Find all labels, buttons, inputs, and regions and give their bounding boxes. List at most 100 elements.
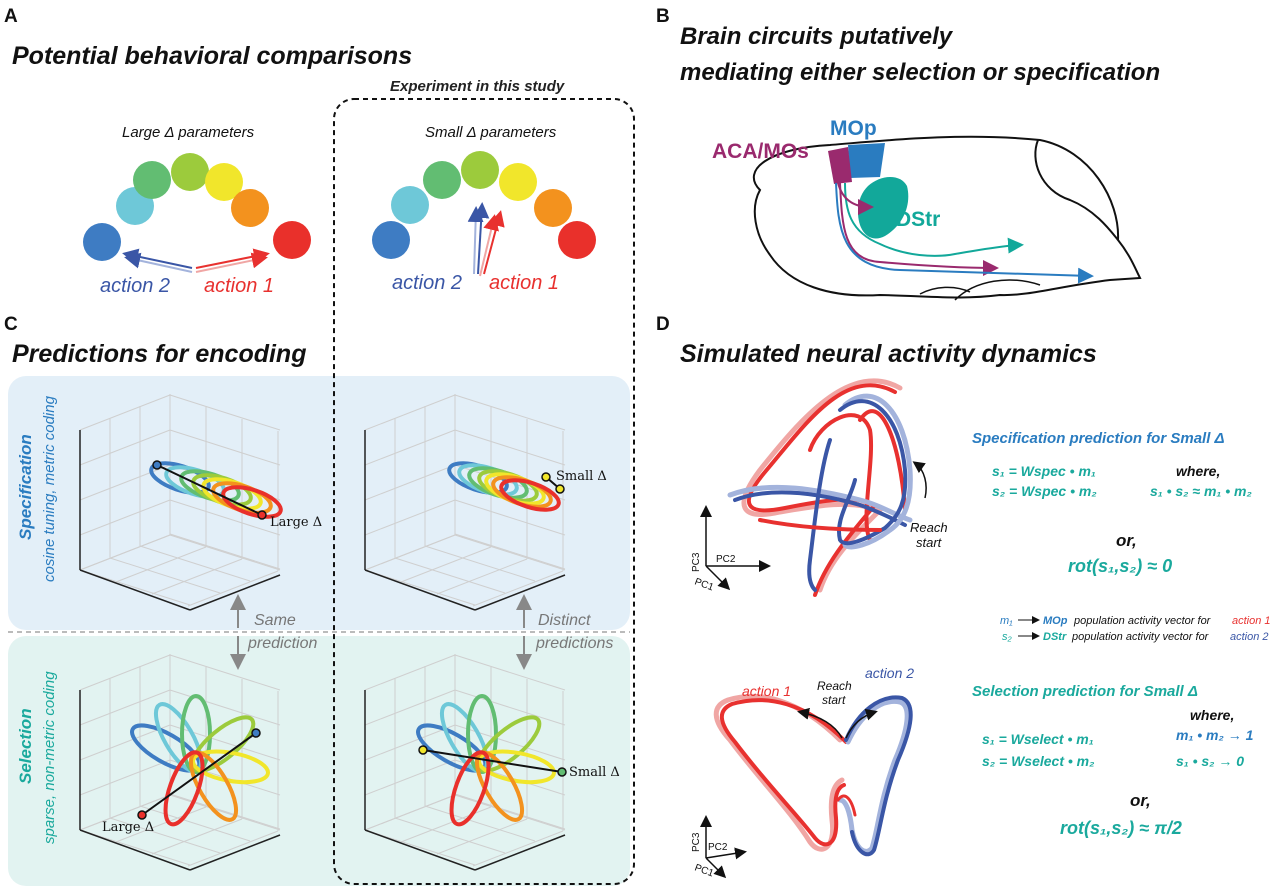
sel-trajectories [713, 693, 913, 857]
legend-m1-text: population activity vector for [1073, 615, 1212, 627]
grid-line [139, 545, 251, 582]
target-circle [205, 163, 243, 201]
large-delta-label: Large Δ parameters [122, 124, 255, 141]
aca-region [828, 147, 852, 184]
sel-pred-title: Selection prediction for Small Δ [972, 683, 1198, 700]
grid-line [394, 817, 506, 854]
spec-small-loops [447, 461, 561, 512]
grid-line [79, 534, 171, 571]
grid-line [169, 654, 281, 691]
target-circle [423, 161, 461, 199]
cube-sel-small [364, 654, 566, 871]
grid-line [169, 429, 281, 466]
target-circle [391, 186, 429, 224]
target-circle [83, 223, 121, 261]
grid-line [187, 830, 279, 867]
grid-line [454, 533, 566, 570]
spec-eq-2: s₂ = Wspec • m₂ [992, 483, 1097, 499]
spec-or: or, [1116, 531, 1137, 550]
panel-letter-c: C [4, 314, 18, 335]
sel-eq-1: s₁ = Wselect • m₁ [982, 731, 1094, 747]
pc1-label-top: PC1 [693, 576, 715, 593]
grid-line [79, 689, 171, 726]
grid-line [394, 557, 506, 594]
brain-diagram [753, 135, 1142, 301]
panel-a-title: Potential behavioral comparisons [12, 42, 412, 70]
grid-line [364, 724, 456, 761]
sel-row-title: Selection [16, 708, 35, 784]
grid-line [364, 534, 456, 571]
grid-line [115, 806, 207, 843]
small-arrows [467, 202, 505, 277]
distinct-label-1: Distinct [538, 612, 591, 629]
panel-letter-b: B [656, 6, 670, 27]
grid-line [79, 499, 171, 536]
grid-line [472, 830, 564, 867]
grid-line [79, 569, 191, 606]
grid-line [400, 546, 492, 583]
pc3-label-bottom: PC3 [691, 832, 702, 852]
target-circle [499, 163, 537, 201]
sel-small-delta: Small Δ [569, 765, 620, 780]
region-mop-label: MOp [830, 117, 877, 140]
sel-eq-2: s₂ = Wselect • m₂ [982, 753, 1094, 769]
experiment-box [333, 98, 635, 885]
grid-line [454, 724, 566, 761]
panel-b-title-line1: Brain circuits putatively [680, 23, 954, 50]
spec-row-title: Specification [16, 434, 35, 540]
legend-s2-sym: s₂ [1002, 631, 1013, 643]
grid-line [454, 689, 566, 726]
sel-large-loops [130, 694, 270, 827]
sel-row-sub: sparse, non-metric coding [41, 671, 58, 844]
grid-line [151, 558, 243, 595]
axis-line [364, 569, 476, 611]
delta-lines [137, 460, 567, 820]
panel-b-title-line2: mediating either selection or specificat… [680, 59, 1160, 86]
panel-c-title: Predictions for encoding [12, 340, 306, 368]
axis-line [79, 569, 191, 611]
grid-line [454, 794, 566, 831]
grid-line [436, 818, 528, 855]
panel-letter-a: A [4, 6, 18, 27]
grid-line [115, 546, 207, 583]
sel-large-delta: Large Δ [102, 820, 154, 835]
sel-cond-1: m₁ • m₂ → 1 [1176, 727, 1254, 743]
grid-line [472, 570, 564, 607]
target-circle [273, 221, 311, 259]
grid-line [424, 805, 536, 842]
grid-line [364, 569, 476, 606]
reach-start-arrows-bottom [797, 707, 878, 739]
cube-spec-large [79, 394, 281, 611]
grid-line [79, 429, 171, 466]
spec-trajectories [727, 378, 913, 597]
grid-line [364, 654, 456, 691]
spec-eq-1: s₁ = Wspec • m₁ [992, 463, 1096, 479]
sel-cond-2: s₁ • s₂ → 0 [1176, 753, 1244, 769]
grid-line [364, 464, 456, 501]
trajectory-loop [499, 478, 561, 512]
spec-row-sub: cosine tuning, metric coding [41, 395, 58, 582]
targets-small [372, 151, 596, 259]
grid-line [364, 689, 456, 726]
axis-line [474, 574, 566, 611]
target-circle [231, 189, 269, 227]
reach-start-arrow-top [912, 461, 927, 499]
action1-label-large: action 1 [204, 275, 274, 297]
legend-s2-text: population activity vector for [1071, 631, 1210, 643]
grid-line [169, 794, 281, 831]
prediction-arrows [230, 594, 532, 670]
grid-line [400, 806, 492, 843]
large-arrows [122, 248, 270, 273]
grid-line [79, 464, 171, 501]
grid-line [364, 794, 456, 831]
region-dstr-label: DStr [896, 208, 940, 231]
action2-label-small: action 2 [392, 272, 462, 294]
target-circle [133, 161, 171, 199]
action2-label-d: action 2 [865, 665, 914, 681]
grid-line [109, 557, 221, 594]
grid-line [79, 759, 171, 796]
grid-line [169, 394, 281, 431]
grid-line [436, 558, 528, 595]
small-delta-label: Small Δ parameters [425, 124, 557, 141]
legend-m1-sym: m₁ [1000, 615, 1013, 627]
